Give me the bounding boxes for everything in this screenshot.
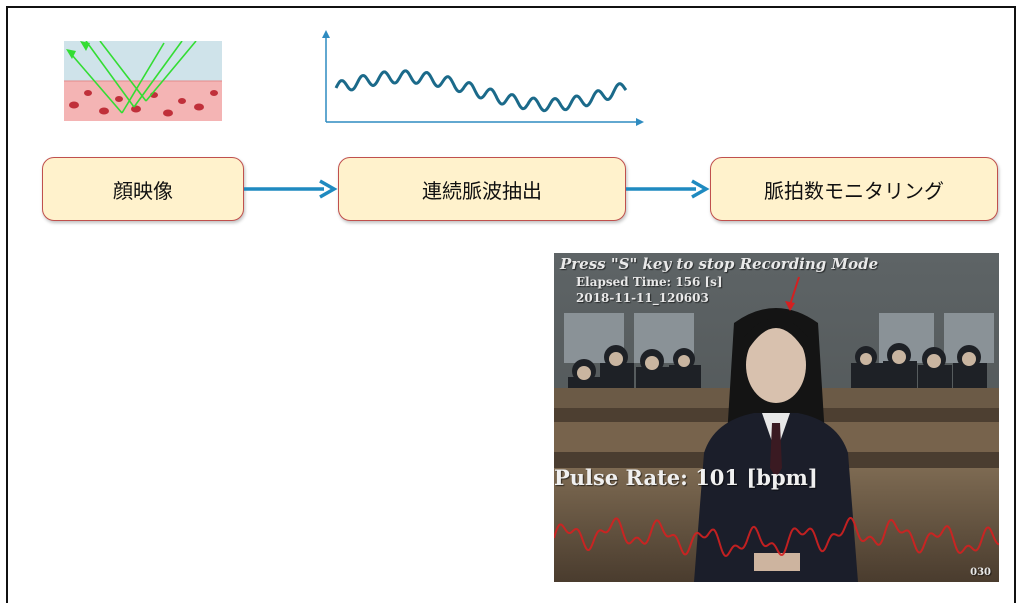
arrow-right-icon	[626, 179, 710, 199]
timestamp: 2018-11-11_120603	[576, 291, 709, 305]
skin-light-reflection-illustration	[64, 41, 222, 121]
stage-pulse-extraction: 連続脈波抽出	[338, 157, 626, 221]
stage-label: 連続脈波抽出	[422, 178, 542, 203]
frame-number: 030	[970, 567, 991, 578]
stage-pulse-monitoring: 脈拍数モニタリング	[710, 157, 998, 221]
recording-hint: Press "S" key to stop Recording Mode	[560, 255, 879, 273]
classroom-scene	[554, 253, 999, 582]
video-frame: Press "S" key to stop Recording Mode Ela…	[554, 253, 999, 582]
stage-label: 脈拍数モニタリング	[764, 178, 944, 203]
pulse-waveform	[554, 517, 999, 557]
slide-frame	[6, 6, 1016, 603]
pulse-wave-graph	[322, 30, 644, 126]
wave-line	[334, 69, 628, 113]
elapsed-time: Elapsed Time: 156 [s]	[576, 275, 723, 289]
arrow-right-icon	[244, 179, 338, 199]
stage-label: 顔映像	[113, 178, 173, 203]
pulse-rate-readout: Pulse Rate: 101 [bpm]	[554, 465, 818, 490]
stage-face-video: 顔映像	[42, 157, 244, 221]
